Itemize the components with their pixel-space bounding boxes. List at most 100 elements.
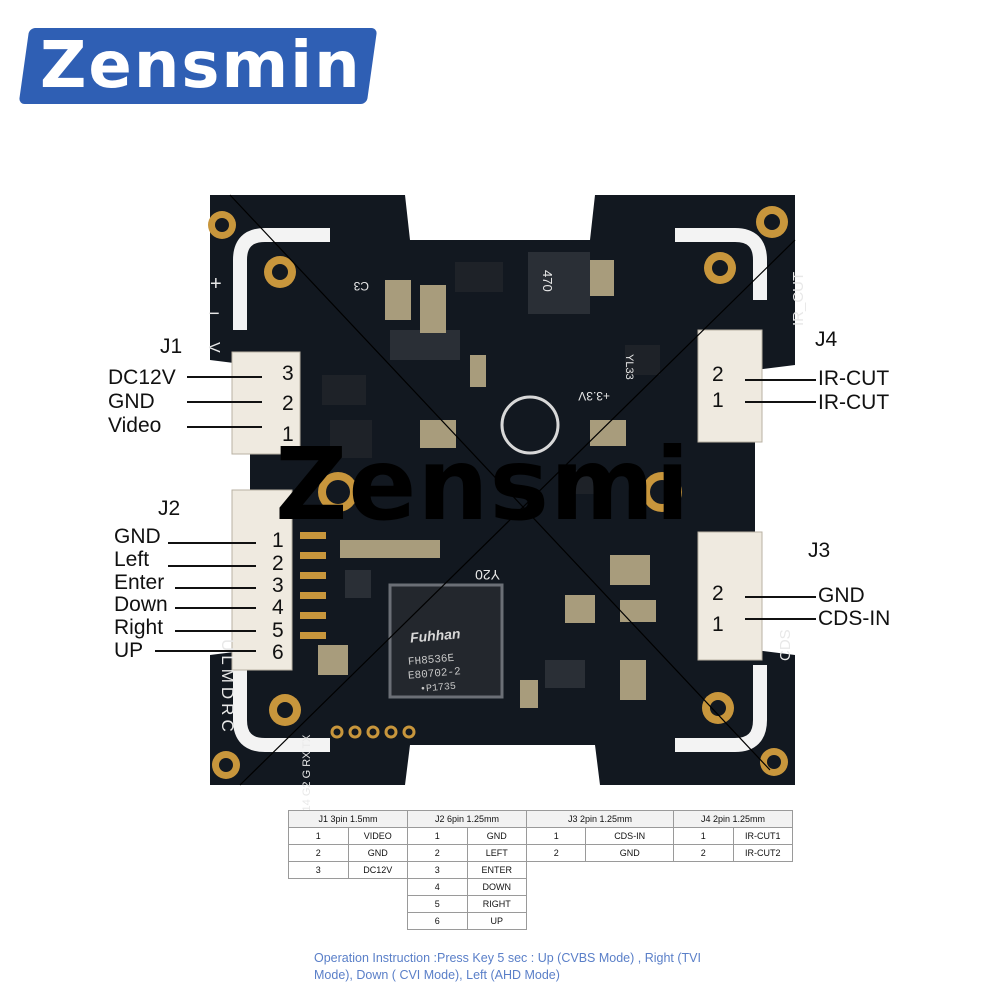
table-cell: 6 [407,912,468,930]
j1-title: J1 [160,335,183,358]
silk-cds: CDS [777,629,794,661]
table-cell: ENTER [466,861,527,879]
j1-label-dc12v: DC12V [108,366,176,389]
j4-pin-1: 1 [712,389,724,412]
j2-title: J2 [158,497,181,520]
silk-inductor: 470 [540,270,555,292]
j2-label-enter: Enter [114,571,165,594]
table-cell: 1 [407,827,468,845]
table-cell: IR-CUT1 [732,827,793,845]
table-cell: 4 [407,878,468,896]
chip-line-1: FH8536E [408,653,455,669]
table-cell: 2 [673,844,734,862]
silk-ir-cut: IR_CUT [790,272,807,326]
table-cell: GND [347,844,408,862]
table-cell: VIDEO [347,827,408,845]
silk-plus: + [210,273,222,295]
j2-pin-1: 1 [272,529,284,552]
table-cell: UP [466,912,527,930]
chip-line-3: •P1735 [420,682,457,696]
brand-logo-text: Zensmin [40,29,362,103]
j4-title: J4 [815,328,838,351]
table-cell: LEFT [466,844,527,862]
table-row: 6 UP [289,912,793,930]
table-header-j4: J4 2pin 1.25mm [673,810,793,828]
j1-pin-1: 1 [282,423,294,446]
silk-key-labels: ULMDRC [218,639,237,736]
silk-bottom-pins: G14 G2 G RX TX [301,734,313,820]
silk-c3: C3 [353,279,369,293]
table-cell: IR-CUT2 [732,844,793,862]
chip-line-2: E80702-2 [408,666,462,683]
diagonal-line-2 [239,239,796,786]
soc-chip [388,583,504,699]
j2-solder-pads [300,532,326,639]
j3-pin-1: 1 [712,613,724,636]
j2-pin-2: 2 [272,552,284,575]
table-cell: 1 [673,827,734,845]
j1-label-gnd: GND [108,390,155,413]
table-cell: 2 [525,844,587,862]
table-header-j3: J3 2pin 1.25mm [526,810,674,828]
j1-pin-2: 2 [282,392,294,415]
silk-reg: YL33 [623,354,635,380]
table-row: 3 DC12V 3 ENTER [288,861,793,879]
mount-slot-bl [233,660,330,752]
table-cell: 3 [407,861,468,879]
j2-pin-6: 6 [272,641,284,664]
table-cell: 3 [288,861,349,879]
table-row: 1 VIDEO 1 GND 1 CDS-IN 1 IR-CUT1 [288,827,793,845]
bottom-test-pads [330,725,416,739]
j2-label-gnd: GND [114,525,161,548]
table-cell: 1 [288,827,349,845]
table-cell: 2 [288,844,349,862]
j2-connector [231,489,293,671]
pcb-outline [210,195,795,785]
table-cell: GND [466,827,527,845]
silk-v: V [205,342,222,353]
j4-label-ircut-1: IR-CUT [818,391,890,414]
table-row: 5 RIGHT [289,895,793,913]
table-cell: 2 [407,844,468,862]
table-row: 4 DOWN [289,878,793,896]
table-cell: GND [585,844,674,862]
table-header-j1: J1 3pin 1.5mm [288,810,408,828]
j2-label-up: UP [114,639,144,662]
j4-connector [697,329,763,443]
silk-y20: Y20 [475,567,500,583]
chip-brand: Fuhhan [409,625,461,645]
j2-label-down: Down [114,593,168,616]
j1-label-video: Video [108,414,162,437]
table-cell: 5 [407,895,468,913]
mount-slot-br [675,665,767,752]
j4-pin-2: 2 [712,363,724,386]
table-cell: DC12V [347,861,408,879]
j2-pin-3: 3 [272,574,284,597]
leader-lines [155,376,816,652]
mount-slot-tl [233,228,330,330]
silk-minus: − [208,303,220,325]
j2-pin-4: 4 [272,596,284,619]
table-row: 2 GND 2 LEFT 2 GND 2 IR-CUT2 [288,844,793,862]
table-cell: DOWN [466,878,527,896]
j2-label-left: Left [114,548,150,571]
table-cell: 1 [525,827,587,845]
j2-label-right: Right [114,616,164,639]
j3-title: J3 [808,539,831,562]
diagonal-line-1 [229,194,771,771]
pinout-table: J1 3pin 1.5mm J2 6pin 1.25mm J3 2pin 1.2… [288,810,793,930]
watermark-text: Zensmi [275,426,691,543]
j4-label-ircut-2: IR-CUT [818,367,890,390]
board-logo-mark [500,395,560,455]
table-cell: CDS-IN [585,827,674,845]
j3-pin-2: 2 [712,582,724,605]
smd-components [318,252,660,708]
table-cell: RIGHT [466,895,527,913]
j3-label-gnd: GND [818,584,865,607]
mount-slot-tr [675,228,767,300]
j2-pin-5: 5 [272,619,284,642]
j3-label-cds-in: CDS-IN [818,607,891,630]
operation-instruction: Operation Instruction :Press Key 5 sec :… [314,951,701,982]
table-header-j2: J2 6pin 1.25mm [407,810,527,828]
